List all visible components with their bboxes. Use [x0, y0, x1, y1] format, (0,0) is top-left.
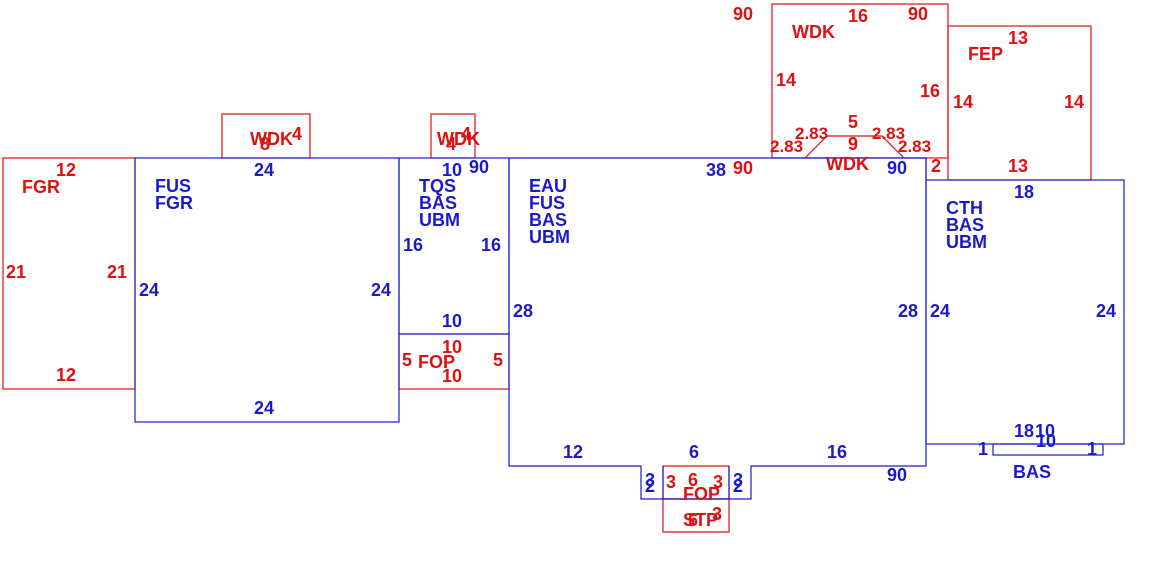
fop-left-label: FOP: [418, 352, 455, 372]
dim-fop-left: 5: [402, 350, 412, 370]
dim-fop-bot-3a: 3: [666, 472, 676, 492]
bas-bottom-label: BAS: [1013, 462, 1051, 482]
cth-label: CTH: [946, 198, 983, 218]
dim-bas-right: 1: [1087, 439, 1097, 459]
dim-wdk-mid-283-d: 2.83: [898, 137, 931, 156]
dim-wdk-mid-9: 9: [848, 134, 858, 154]
dim-eau-bottom-right: 16: [827, 442, 847, 462]
dim-wdk-mid-2: 2: [931, 156, 941, 176]
fgr-label: FGR: [155, 193, 193, 213]
tqs-label: TQS: [419, 176, 456, 196]
eau-fus-label: FUS: [529, 193, 565, 213]
dim-tqs-bottom: 10: [442, 311, 462, 331]
dim-tqs-top: 10: [442, 160, 462, 180]
dim-eau-bottom-mid: 6: [689, 442, 699, 462]
ang-90-c: 90: [733, 158, 753, 178]
wdk-small-1-label: WDK: [250, 129, 293, 149]
dim-cth-bottom-10: 10: [1035, 421, 1055, 441]
dim-fep-right: 14: [1064, 92, 1084, 112]
dim-step-right-3: 3: [733, 470, 743, 490]
dim-fgr-bottom: 12: [56, 365, 76, 385]
bas-small-outline: [992, 443, 1104, 456]
dim-wdk-small-4: 4: [292, 124, 302, 144]
dim-fep-bottom: 13: [1008, 156, 1028, 176]
dim-fus-left: 24: [139, 280, 159, 300]
fep-label: FEP: [968, 44, 1003, 64]
dim-wdk-mid-5: 5: [848, 112, 858, 132]
ang-90-b: 90: [908, 4, 928, 24]
fus-label: FUS: [155, 176, 191, 196]
dim-step-left-2: 2: [645, 476, 655, 496]
dim-cth-bottom-18: 18: [1014, 421, 1034, 441]
eau-bas-label: BAS: [529, 210, 567, 230]
dim-fgr-top: 12: [56, 160, 76, 180]
ang-90-d: 90: [469, 157, 489, 177]
dim-wdk-mid-283-c: 2.83: [872, 124, 905, 143]
dim-wdk-mid-283-a: 2.83: [770, 137, 803, 156]
dim-bas-width: 10: [1036, 431, 1056, 451]
dim-eau-bottom-left: 12: [563, 442, 583, 462]
dim-fop-top: 10: [442, 337, 462, 357]
dim-bas-left: 1: [978, 439, 988, 459]
dim-fgr-right: 21: [107, 262, 127, 282]
dim-fop-bottom: 10: [442, 366, 462, 386]
eau-ubm-label: UBM: [529, 227, 570, 247]
dim-eau-left: 28: [513, 301, 533, 321]
eau-label: EAU: [529, 176, 567, 196]
dim-fep-left: 14: [953, 92, 973, 112]
dim-fop-bot-6: 6: [688, 470, 698, 490]
wdk-mid-outline: [804, 135, 905, 159]
ang-90-f: 90: [887, 465, 907, 485]
dim-eau-top: 38: [706, 160, 726, 180]
fgr-garage-label: FGR: [22, 177, 60, 197]
cth-bas-label: BAS: [946, 215, 984, 235]
dim-cth-right: 24: [1096, 301, 1116, 321]
ang-90-e: 90: [887, 158, 907, 178]
dim-wdk-small-8: 8: [260, 134, 270, 154]
wdk-small-2-label: WDK: [437, 129, 480, 149]
dim-fep-top: 13: [1008, 28, 1028, 48]
dim-fop-right: 5: [493, 350, 503, 370]
dim-stp-3: 3: [712, 504, 722, 524]
stp-label: STP: [683, 510, 718, 530]
dim-fus-top: 24: [254, 160, 274, 180]
dim-tqs-right: 16: [481, 235, 501, 255]
dim-step-right-2: 2: [733, 476, 743, 496]
fop-bottom-label: FOP: [683, 484, 720, 504]
tqs-bas-label: BAS: [419, 193, 457, 213]
dim-cth-top: 18: [1014, 182, 1034, 202]
dim-wdk-small2-4a: 4: [446, 134, 456, 154]
dim-wdk-mid-283-b: 2.83: [795, 124, 828, 143]
dim-cth-left: 24: [930, 301, 950, 321]
dim-wdk-top-top: 16: [848, 6, 868, 26]
dim-tqs-left: 16: [403, 235, 423, 255]
cth-ubm-label: UBM: [946, 232, 987, 252]
dim-fus-bottom: 24: [254, 398, 274, 418]
dim-fgr-left: 21: [6, 262, 26, 282]
dim-fop-bot-3b: 3: [713, 472, 723, 492]
dim-step-left-3: 3: [645, 470, 655, 490]
ang-90-a: 90: [733, 4, 753, 24]
dim-eau-right: 28: [898, 301, 918, 321]
dim-stp-6: 6: [688, 510, 698, 530]
tqs-ubm-label: UBM: [419, 210, 460, 230]
dim-wdk-top-left: 14: [776, 70, 796, 90]
dim-wdk-top-right: 16: [920, 81, 940, 101]
wdk-mid-label: WDK: [826, 154, 869, 174]
dim-fus-right: 24: [371, 280, 391, 300]
dim-wdk-small2-4b: 4: [461, 124, 471, 144]
wdk-top-label: WDK: [792, 22, 835, 42]
